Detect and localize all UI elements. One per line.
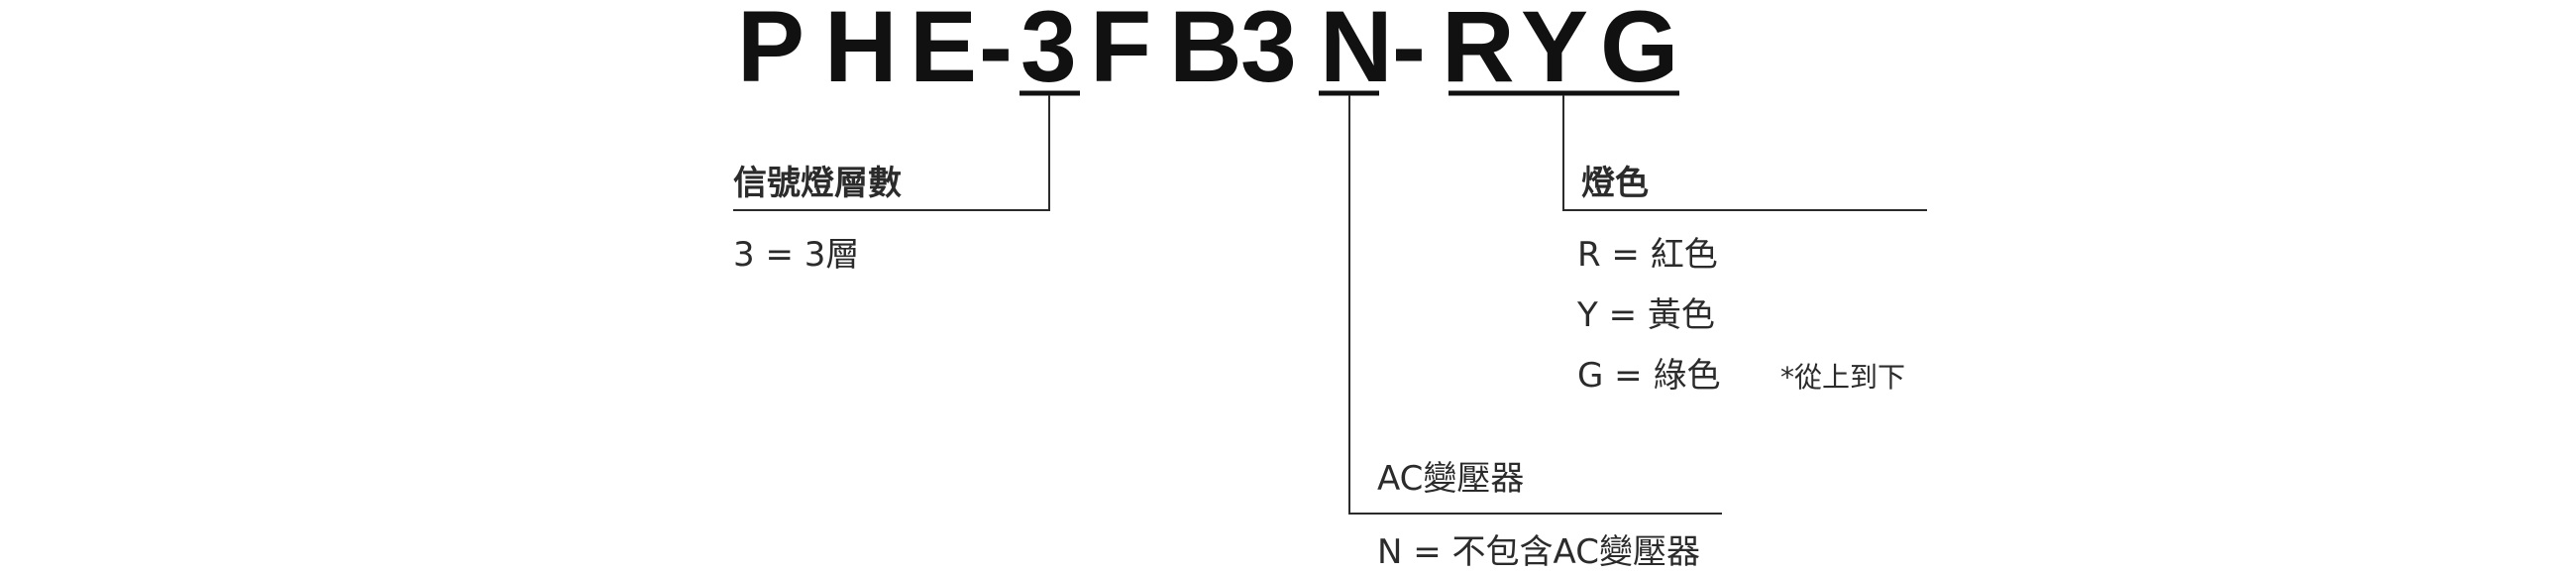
layer-count-heading: 信號燈層數 (733, 164, 902, 203)
model-char-transformer: N (1320, 0, 1393, 103)
model-char: - (979, 0, 1013, 103)
model-char: P (737, 0, 805, 103)
color-leader (1562, 95, 1927, 211)
model-char: F (1090, 0, 1151, 103)
model-char: - (1392, 0, 1426, 103)
color-heading: 燈色 (1581, 164, 1649, 203)
color-item-yellow: Y = 黃色 (1576, 295, 1715, 335)
model-char: H (824, 0, 898, 103)
color-item-red: R = 紅色 (1577, 235, 1718, 275)
transformer-value: N = 不包含AC變壓器 (1377, 532, 1700, 572)
model-char-color-g: G (1600, 0, 1678, 103)
model-char: E (910, 0, 977, 103)
model-char: B (1169, 0, 1242, 103)
layer-count-value: 3 = 3層 (733, 235, 859, 275)
transformer-leader (1348, 95, 1722, 515)
color-item-green: G = 綠色 (1577, 356, 1720, 396)
model-char: 3 (1240, 0, 1297, 103)
model-code: P H E - 3 F B 3 N - R Y G (737, 0, 1678, 103)
model-char-color-y: Y (1521, 0, 1588, 103)
layer-count-leader (733, 95, 1050, 211)
color-order-note: *從上到下 (1780, 361, 1905, 394)
transformer-heading: AC變壓器 (1377, 459, 1524, 499)
model-char-layer-count: 3 (1020, 0, 1077, 103)
model-char-color-r: R (1442, 0, 1515, 103)
